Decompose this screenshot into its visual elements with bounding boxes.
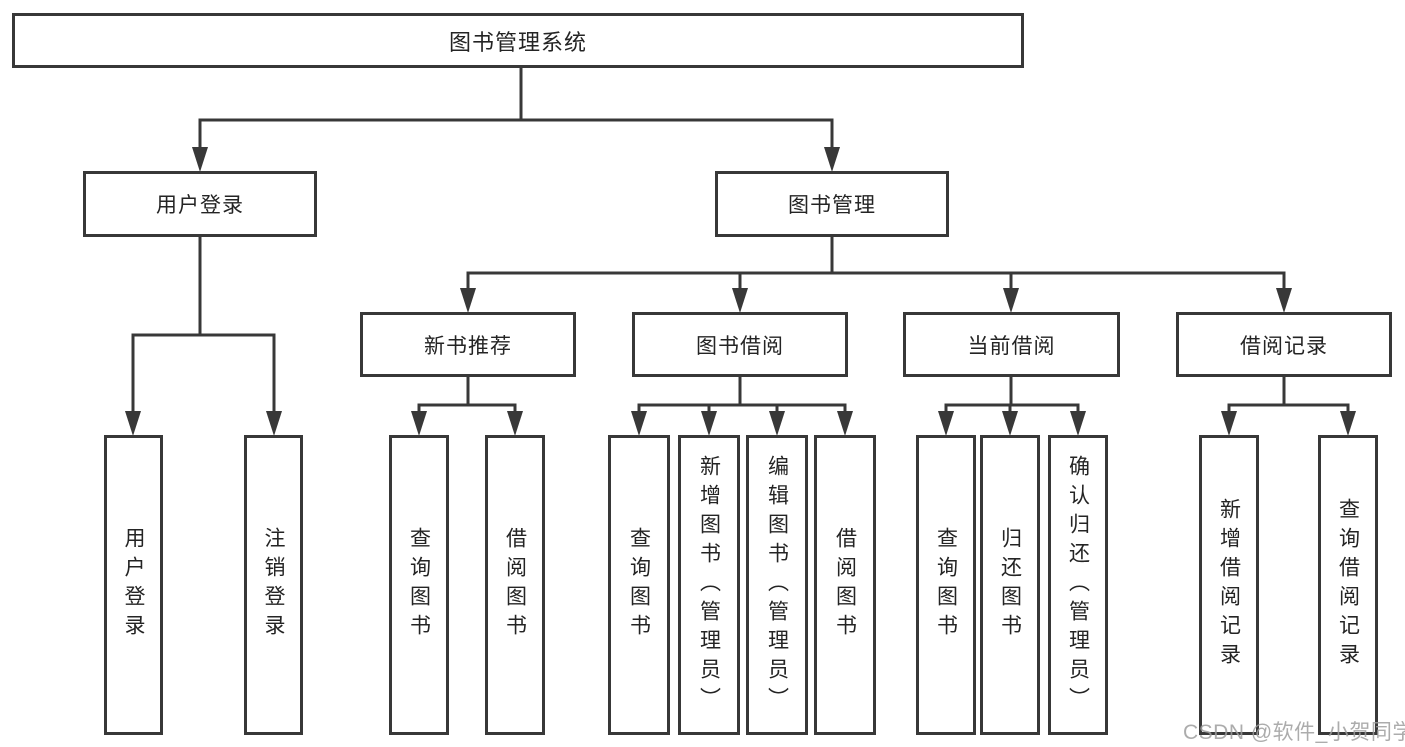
- leaf-confirm-return-admin: 确认归还（管理员）: [1048, 435, 1108, 735]
- node-new-book-recommend: 新书推荐: [360, 312, 576, 377]
- leaf-add-borrow-record: 新增借阅记录: [1199, 435, 1259, 735]
- leaf-query-borrow-record: 查询借阅记录: [1318, 435, 1378, 735]
- csdn-watermark: CSDN @软件_小贺同学: [1183, 721, 1405, 744]
- node-borrowing-records: 借阅记录: [1176, 312, 1392, 377]
- node-book-borrowing: 图书借阅: [632, 312, 848, 377]
- leaf-borrow-books-recommend: 借阅图书: [485, 435, 545, 735]
- leaf-borrow-books-borrowing: 借阅图书: [814, 435, 876, 735]
- node-book-management: 图书管理: [715, 171, 949, 237]
- leaf-user-login: 用户登录: [104, 435, 163, 735]
- leaf-logout: 注销登录: [244, 435, 303, 735]
- leaf-edit-book-admin: 编辑图书（管理员）: [746, 435, 808, 735]
- leaf-add-book-admin: 新增图书（管理员）: [678, 435, 740, 735]
- leaf-return-books: 归还图书: [980, 435, 1040, 735]
- node-current-borrowing: 当前借阅: [903, 312, 1120, 377]
- leaf-query-books-recommend: 查询图书: [389, 435, 449, 735]
- arrowheads: [125, 147, 1356, 436]
- node-library-management-system: 图书管理系统: [12, 13, 1024, 68]
- leaf-query-books-borrowing: 查询图书: [608, 435, 670, 735]
- leaf-query-books-current: 查询图书: [916, 435, 976, 735]
- node-user-login: 用户登录: [83, 171, 317, 237]
